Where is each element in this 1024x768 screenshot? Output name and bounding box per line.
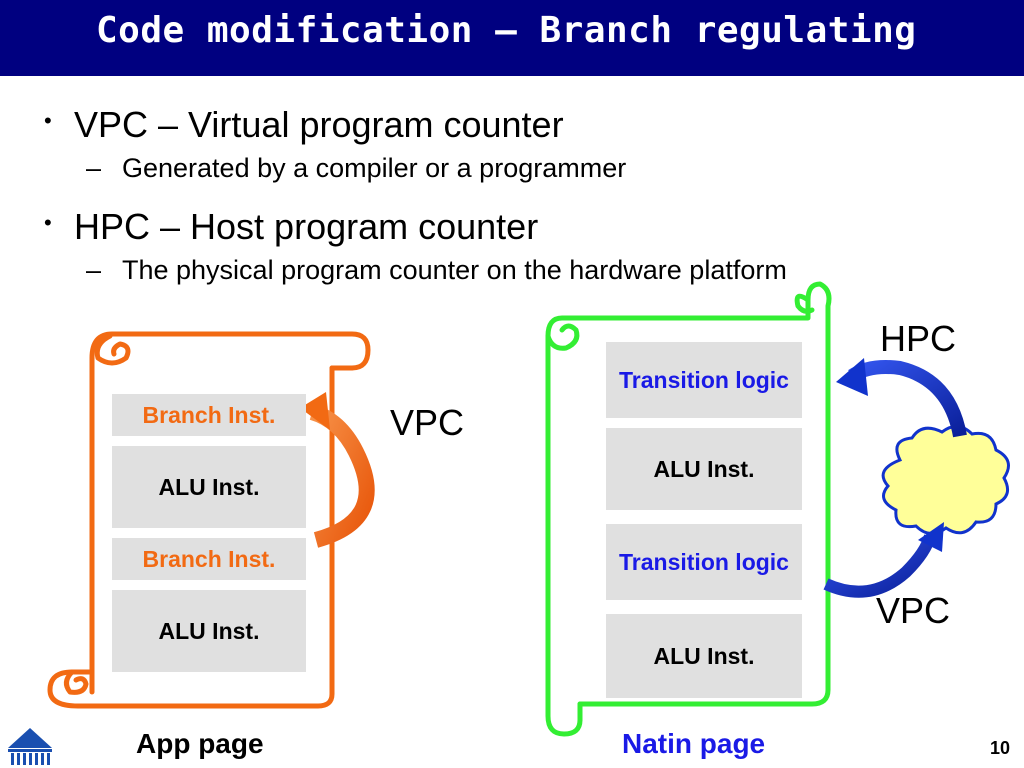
cloud-shape: [881, 425, 1010, 535]
sub-bullet-text: The physical program counter on the hard…: [122, 255, 787, 285]
app-alu-inst-2: ALU Inst.: [112, 590, 306, 672]
app-page-caption: App page: [136, 728, 264, 759]
hpc-label: HPC: [880, 318, 957, 359]
university-rotunda-icon: [8, 728, 52, 765]
sub-bullet-text: Generated by a compiler or a programmer: [122, 153, 627, 183]
native-page-caption: Natin page: [622, 728, 766, 759]
sub-bullet-dash: –: [86, 153, 102, 183]
bullet-hpc: • HPC – Host program counter: [44, 206, 539, 248]
native-scroll-topright-curl: [794, 293, 815, 314]
app-scroll-top-curl: [94, 333, 131, 366]
sub-bullet-dash: –: [86, 255, 102, 285]
native-page-scroll: [545, 281, 832, 737]
page-number: 10: [990, 738, 1011, 758]
app-branch-inst-2: Branch Inst.: [112, 538, 306, 580]
slide-title: Code modification – Branch regulating: [96, 10, 917, 51]
native-transition-logic-2: Transition logic: [606, 524, 802, 600]
app-scroll-bottom-curl: [64, 669, 89, 695]
hpc-arrow-blue: [836, 358, 967, 438]
app-alu-inst-1: ALU Inst.: [112, 446, 306, 528]
app-branch-inst-1: Branch Inst.: [112, 394, 306, 436]
bullet-text: HPC – Host program counter: [74, 206, 539, 247]
native-scroll-body: [545, 281, 832, 737]
native-transition-logic-1: Transition logic: [606, 342, 802, 418]
vpc-arrow-orange: [300, 392, 375, 548]
sub-bullet-hpc: – The physical program counter on the ha…: [86, 254, 842, 287]
bullet-vpc: • VPC – Virtual program counter: [44, 104, 564, 146]
bullet-dot: •: [44, 108, 52, 133]
bullet-dot: •: [44, 210, 52, 235]
sub-bullet-vpc: – Generated by a compiler or a programme…: [86, 152, 842, 185]
bullet-text: VPC – Virtual program counter: [74, 104, 564, 145]
vpc-label-app: VPC: [390, 402, 465, 443]
title-bar: Code modification – Branch regulating: [0, 0, 1024, 76]
app-page-scroll: [47, 331, 371, 709]
native-alu-inst-2: ALU Inst.: [606, 614, 802, 698]
native-alu-inst-1: ALU Inst.: [606, 428, 802, 510]
vpc-arrow-blue: [823, 522, 944, 598]
native-scroll-top-curl: [545, 323, 580, 351]
vpc-label-native: VPC: [876, 590, 951, 631]
